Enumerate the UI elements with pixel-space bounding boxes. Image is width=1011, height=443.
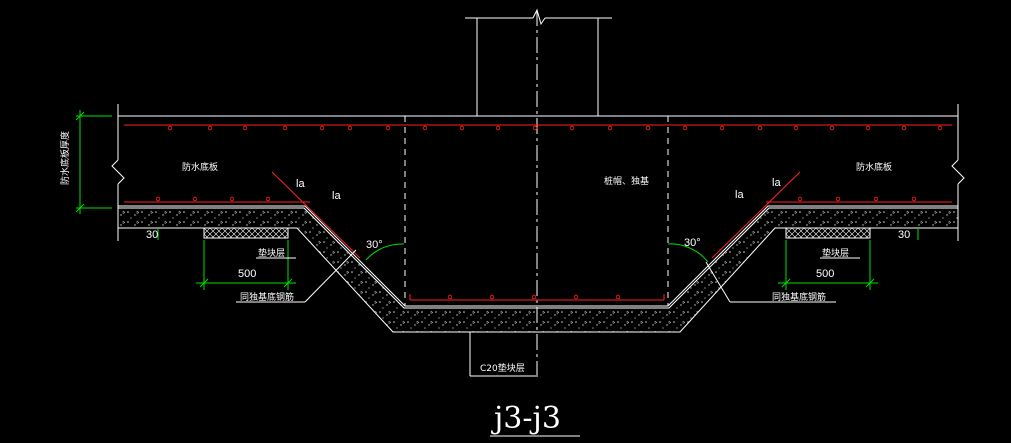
dimension-500-right — [778, 240, 878, 290]
la-label-1: la — [296, 178, 305, 190]
la-label-4: la — [772, 177, 781, 189]
angle-left: 30° — [366, 239, 383, 251]
dim-500-right: 500 — [816, 268, 834, 280]
leaders — [236, 249, 860, 437]
section-title: j3-j3 — [491, 401, 561, 436]
dim-30-left: 30 — [146, 229, 158, 241]
small-dims — [157, 228, 919, 240]
angle-arcs — [365, 243, 709, 263]
pad-right — [785, 227, 871, 239]
rebar-note-right: 同独基底钢筋 — [772, 291, 826, 303]
angle-right: 30° — [684, 237, 701, 249]
dim-30-right: 30 — [898, 229, 910, 241]
dim-500-left: 500 — [238, 268, 256, 280]
la-label-3: la — [735, 189, 744, 201]
thickness-note: 防水底板厚度 — [59, 131, 71, 185]
center-note: 桩帽、独基 — [604, 175, 649, 187]
concrete-note: C20垫块层 — [480, 362, 525, 374]
thickness-dimension — [75, 110, 112, 214]
rebar-dots — [155, 125, 943, 300]
rebar — [124, 124, 952, 301]
slab-label-right: 防水底板 — [856, 161, 892, 173]
pile-cap-boundary — [404, 116, 669, 306]
la-label-2: la — [332, 190, 341, 202]
pad-label-right: 垫块层 — [822, 247, 849, 259]
rebar-note-left: 同独基底钢筋 — [240, 291, 294, 303]
column-stub — [465, 8, 612, 116]
slab-outline — [111, 104, 965, 307]
slab-label-left: 防水底板 — [182, 161, 218, 173]
dimension-500-left — [196, 240, 296, 290]
pad-left — [203, 227, 289, 239]
concrete-bedding — [117, 207, 959, 333]
pad-label-left: 垫块层 — [258, 247, 285, 259]
